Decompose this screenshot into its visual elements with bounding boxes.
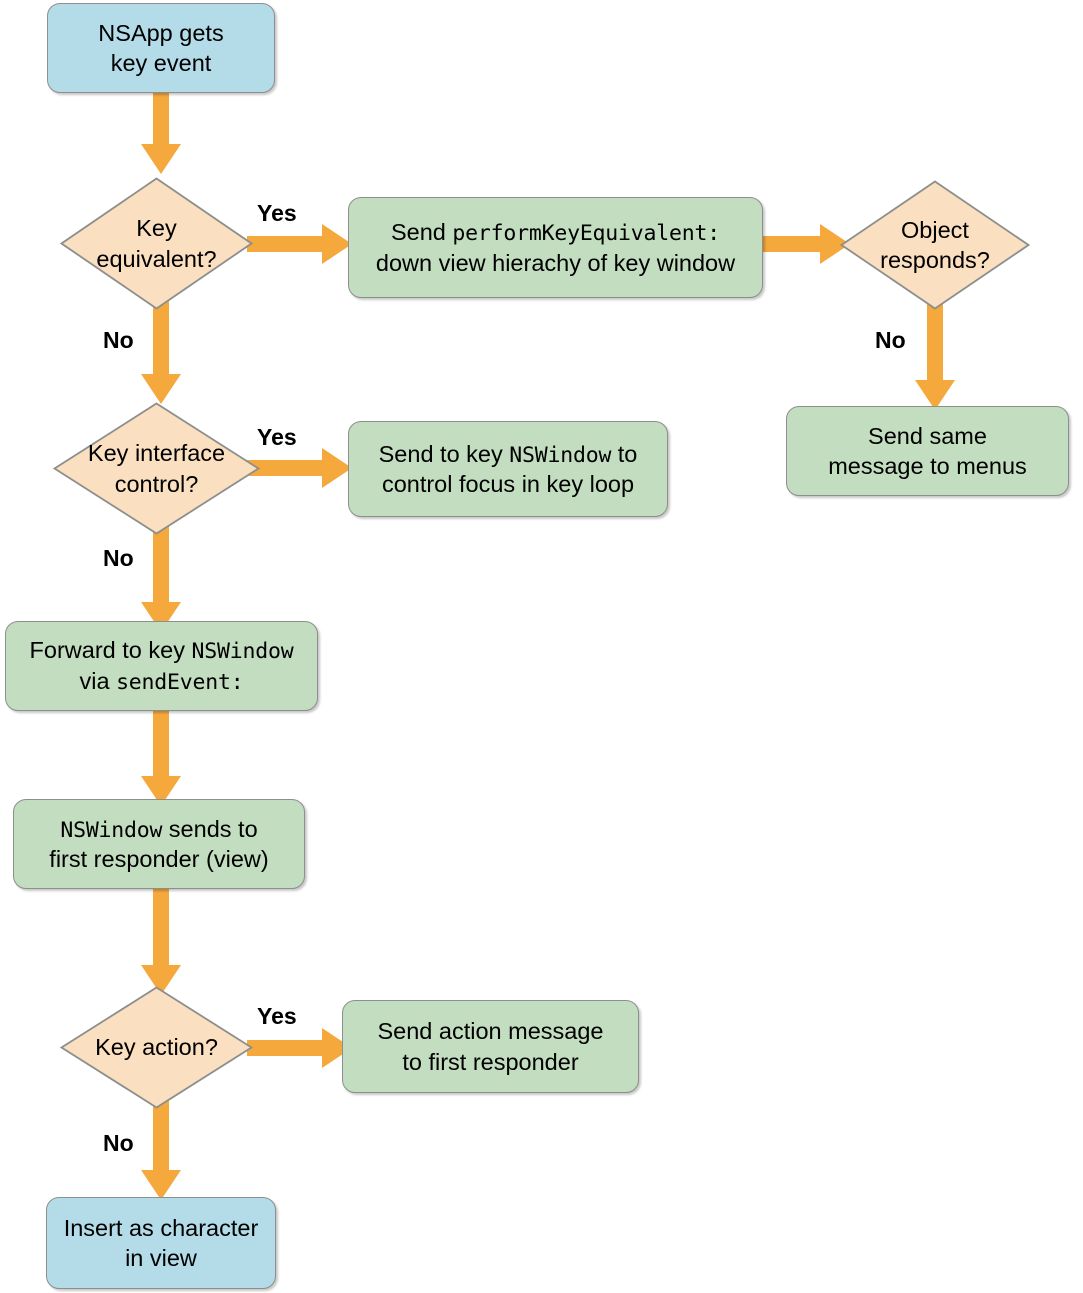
node-send-action-message-line1: Send action message: [377, 1018, 604, 1045]
node-key-equivalent-line1: Key: [136, 215, 177, 242]
arrow-key-interface-yes: [247, 448, 352, 488]
diamond-shape: [53, 402, 260, 535]
arrow-key-equivalent-no: [141, 298, 181, 404]
node-key-interface-control[interactable]: Key interface control?: [53, 402, 260, 535]
node-key-action-line1: Key action?: [95, 1034, 218, 1061]
arrow-forward-to-nswindow-sends: [141, 706, 181, 806]
diamond-shape: [840, 180, 1030, 310]
node-forward-to-key-nswindow-line2: via sendEvent:: [30, 666, 294, 697]
edge-label-key-interface-no: No: [103, 545, 134, 571]
node-forward-to-key-nswindow[interactable]: Forward to key NSWindow via sendEvent:: [5, 621, 318, 711]
node-send-same-message-line1: Send same: [868, 422, 987, 449]
node-insert-as-character[interactable]: Insert as character in view: [46, 1197, 276, 1289]
edge-label-key-equivalent-no: No: [103, 327, 134, 353]
arrow-key-action-no: [141, 1100, 181, 1200]
node-send-to-key-nswindow-line1: Send to key NSWindow to: [379, 439, 638, 470]
edge-label-object-responds-no: No: [875, 327, 906, 353]
arrow-key-interface-no: [141, 522, 181, 632]
node-start[interactable]: NSApp gets key event: [47, 3, 275, 93]
arrow-key-action-yes: [247, 1028, 352, 1068]
node-send-to-key-nswindow-line2: control focus in key loop: [381, 471, 635, 498]
nswindow-sends-line1-code: NSWindow: [60, 817, 163, 843]
node-key-action[interactable]: Key action?: [60, 986, 253, 1109]
arrow-key-equivalent-yes: [247, 224, 352, 264]
node-send-same-message[interactable]: Send same message to menus: [786, 406, 1069, 496]
send-key-line1-plain-b: to: [611, 440, 638, 467]
node-forward-to-key-nswindow-line1: Forward to key NSWindow: [30, 635, 294, 666]
node-send-action-message-line2: to first responder: [402, 1048, 579, 1075]
node-key-equivalent-line2: equivalent?: [96, 245, 217, 272]
node-perform-key-equivalent[interactable]: Send performKeyEquivalent: down view hie…: [348, 197, 763, 298]
node-object-responds-line1: Object: [901, 216, 969, 243]
node-object-responds[interactable]: Object responds?: [840, 180, 1030, 310]
edge-label-key-action-no: No: [103, 1130, 134, 1156]
node-start-line1: NSApp gets: [98, 19, 224, 46]
node-key-interface-control-line1: Key interface: [87, 440, 226, 467]
node-send-to-key-nswindow[interactable]: Send to key NSWindow to control focus in…: [348, 421, 668, 517]
node-perform-key-equivalent-line1: Send performKeyEquivalent:: [376, 217, 735, 248]
node-send-action-message[interactable]: Send action message to first responder: [342, 1000, 639, 1093]
arrow-object-responds-no: [915, 300, 955, 410]
arrow-start-to-key-equivalent: [141, 88, 181, 174]
arrow-nswindow-sends-to-key-action: [141, 885, 181, 995]
node-nswindow-sends-line1: NSWindow sends to: [49, 814, 268, 845]
edge-label-key-interface-yes: Yes: [257, 424, 297, 450]
forward-line1-code: NSWindow: [191, 639, 294, 665]
node-send-same-message-line2: message to menus: [828, 453, 1027, 479]
node-nswindow-sends-line2: first responder (view): [49, 846, 269, 873]
edge-label-key-equivalent-yes: Yes: [257, 200, 297, 226]
edge-label-key-action-yes: Yes: [257, 1003, 297, 1029]
nswindow-sends-line1-plain: sends to: [162, 815, 258, 842]
arrow-perform-to-object-responds: [762, 224, 850, 264]
diamond-shape: [60, 177, 253, 310]
perform-line1-plain: Send: [390, 219, 453, 246]
node-key-interface-control-line2: control?: [114, 470, 199, 497]
node-object-responds-line2: responds?: [880, 247, 990, 273]
forward-line2-code: sendEvent:: [116, 670, 244, 695]
node-nswindow-sends[interactable]: NSWindow sends to first responder (view): [13, 799, 305, 889]
diamond-shape: [60, 986, 253, 1109]
node-key-equivalent[interactable]: Key equivalent?: [60, 177, 253, 310]
node-insert-as-character-line2: in view: [125, 1245, 197, 1271]
node-insert-as-character-line1: Insert as character: [63, 1214, 259, 1241]
perform-line1-code: performKeyEquivalent:: [452, 221, 721, 247]
node-perform-key-equivalent-line2: down view hierachy of key window: [375, 249, 736, 276]
node-start-line2: key event: [110, 50, 212, 76]
send-key-line1-code: NSWindow: [509, 442, 612, 468]
send-key-line1-plain-a: Send to key: [378, 440, 510, 467]
forward-line2-plain: via: [79, 668, 117, 694]
forward-line1-plain: Forward to key: [29, 637, 192, 664]
